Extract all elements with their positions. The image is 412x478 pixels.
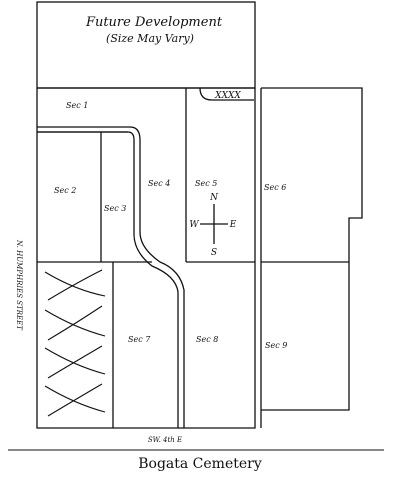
main-plot-outline	[36, 88, 256, 429]
compass-west: W	[189, 220, 199, 230]
future-development-subtitle: (Size May Vary)	[106, 32, 194, 45]
sec5-label: Sec 5	[195, 179, 217, 188]
compass-north: N	[209, 193, 219, 203]
sec9-label: Sec 9	[265, 341, 287, 350]
marker-area	[199, 87, 254, 101]
sec1-label: Sec 1	[66, 101, 88, 110]
road-outer	[37, 126, 185, 428]
compass-rose: N S W E	[189, 193, 236, 258]
sec3-label: Sec 3	[104, 204, 126, 213]
future-development-title: Future Development	[85, 15, 223, 30]
crossed-out-area	[44, 269, 106, 417]
right-plot-outline	[261, 87, 363, 411]
sec2-label: Sec 2	[54, 186, 76, 195]
compass-south: S	[211, 248, 217, 258]
sec7-label: Sec 7	[128, 335, 151, 344]
street-bottom-label: SW. 4th E	[148, 436, 182, 444]
sec6-label: Sec 6	[264, 183, 286, 192]
compass-east: E	[229, 220, 237, 230]
sec8-label: Sec 8	[196, 335, 218, 344]
street-left-label: N. HUMPHRIES STREET	[15, 239, 23, 331]
road-inner	[37, 131, 179, 428]
marker-text: XXXX	[214, 91, 241, 101]
sec4-label: Sec 4	[148, 179, 170, 188]
map-caption: Bogata Cemetery	[138, 456, 262, 472]
